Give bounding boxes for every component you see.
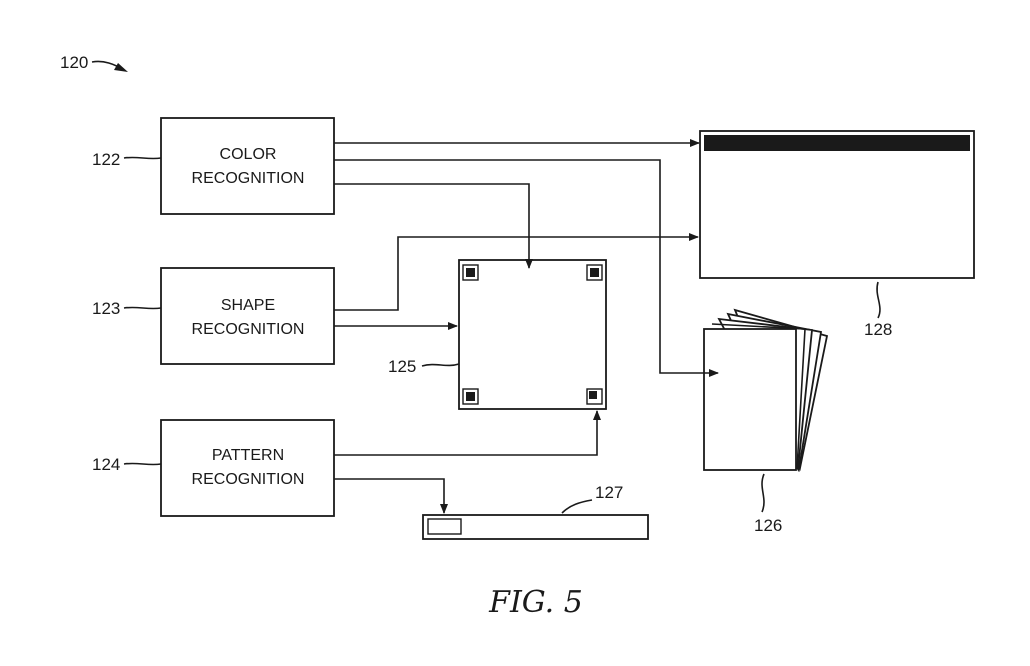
label-125: 125 xyxy=(388,357,416,376)
corner-mark-tl-fill xyxy=(466,268,475,277)
booklet-page-1 xyxy=(711,323,806,470)
label-128: 128 xyxy=(864,320,892,339)
corner-mark-tr-fill xyxy=(590,268,599,277)
pattern-box-line1: PATTERN xyxy=(212,447,284,464)
arrow-pattern-to-bar xyxy=(334,478,448,514)
shape-box-line1: SHAPE xyxy=(221,297,275,314)
arrow-color-to-grid xyxy=(334,183,533,269)
color-box-line2: RECOGNITION xyxy=(192,170,305,187)
leader-124 xyxy=(123,462,162,466)
leader-127 xyxy=(561,499,593,514)
pattern-recognition-box xyxy=(160,419,335,517)
leader-125 xyxy=(421,363,460,367)
leader-128 xyxy=(876,281,881,319)
pattern-box-line2: RECOGNITION xyxy=(192,471,305,488)
leader-123 xyxy=(123,306,162,310)
label-120: 120 xyxy=(60,53,88,72)
corner-mark-bl-fill xyxy=(466,392,475,401)
label-122: 122 xyxy=(92,150,120,169)
leader-126 xyxy=(761,473,765,513)
arrow-shape-to-display xyxy=(334,233,699,311)
arrowhead-120 xyxy=(114,63,128,72)
display-128 xyxy=(699,130,975,279)
figure-caption: FIG. 5 xyxy=(488,585,583,620)
shape-box-line2: RECOGNITION xyxy=(192,321,305,338)
leader-122 xyxy=(123,156,162,160)
arrow-color-to-booklet xyxy=(334,159,719,377)
corner-mark-br-fill xyxy=(589,391,597,399)
shape-recognition-box xyxy=(160,267,335,365)
booklet-front-126 xyxy=(703,328,797,471)
label-124: 124 xyxy=(92,455,120,474)
display-title-bar xyxy=(704,135,970,151)
color-recognition-box xyxy=(160,117,335,215)
label-126: 126 xyxy=(754,516,782,535)
arrow-pattern-to-grid xyxy=(334,410,601,456)
bar-slider-knob xyxy=(427,518,462,535)
grid-panel-125 xyxy=(458,259,607,410)
label-123: 123 xyxy=(92,299,120,318)
color-box-line1: COLOR xyxy=(220,146,277,163)
label-127: 127 xyxy=(595,483,623,502)
